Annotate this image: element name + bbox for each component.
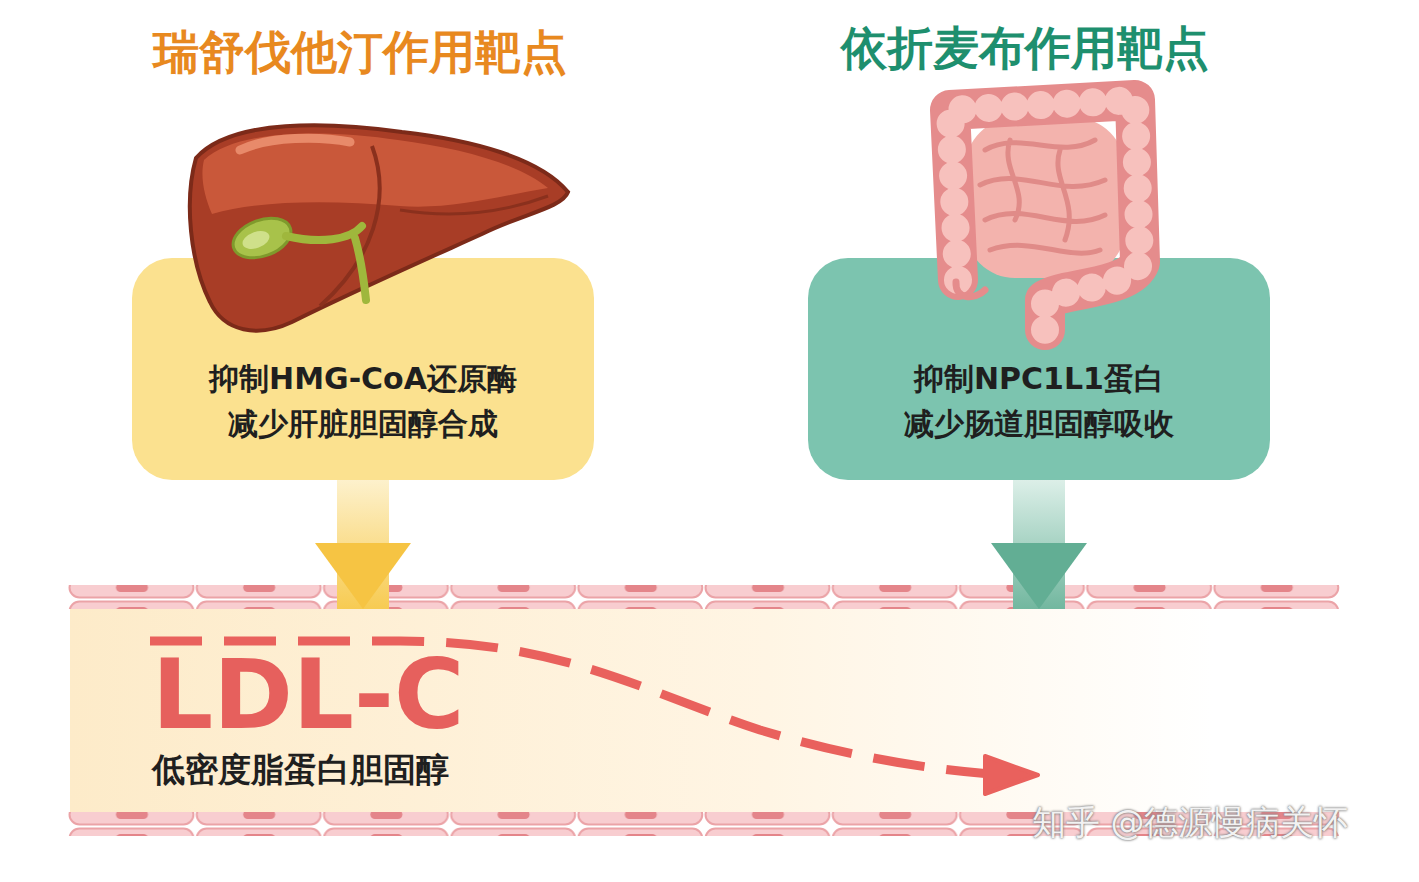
- drug-heading: 依折麦布作用靶点: [841, 18, 1209, 80]
- mechanism-text: 抑制NPC1L1蛋白 减少肠道胆固醇吸收: [839, 356, 1239, 446]
- blood-vessel-band: LDL-C 低密度脂蛋白胆固醇: [70, 609, 1340, 812]
- ldl-c-title: LDL-C: [152, 647, 464, 743]
- effect-arrow: [337, 480, 389, 609]
- vessel-wall-bottom: [68, 812, 1340, 836]
- ldl-c-description: 低密度脂蛋白胆固醇: [152, 749, 449, 792]
- mechanism-text: 抑制HMG-CoA还原酶 减少肝脏胆固醇合成: [163, 356, 563, 446]
- effect-arrow: [1013, 480, 1065, 609]
- vessel-wall-top: [68, 585, 1340, 609]
- intestine-illustration: [950, 100, 1140, 330]
- liver-illustration: [190, 125, 568, 330]
- ldl-trend-arrow: [150, 641, 1038, 794]
- drug-target-box: 抑制NPC1L1蛋白 减少肠道胆固醇吸收: [808, 258, 1270, 480]
- watermark: 知乎 @德源慢病关怀: [1032, 800, 1349, 846]
- drug-heading: 瑞舒伐他汀作用靶点: [153, 22, 567, 84]
- drug-target-box: 抑制HMG-CoA还原酶 减少肝脏胆固醇合成: [132, 258, 594, 480]
